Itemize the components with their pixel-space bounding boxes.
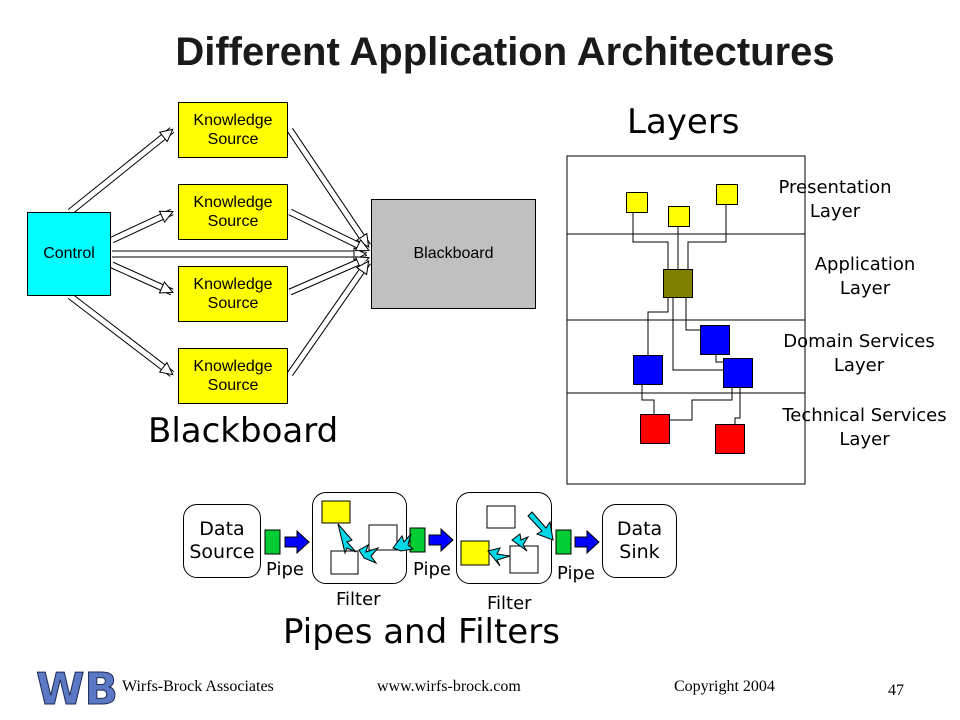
blackboard-box: Blackboard — [371, 199, 536, 309]
presentation-component-1 — [626, 192, 648, 213]
slide-title: Different Application Architectures — [175, 30, 835, 74]
footer-url: www.wirfs-brock.com — [377, 678, 521, 695]
footer-company: Wirfs-Brock Associates — [122, 678, 274, 695]
domain-component-3 — [723, 358, 753, 388]
control-label: Control — [43, 245, 95, 263]
pipe-label-2: Pipe — [413, 559, 451, 580]
filter-label-2: Filter — [487, 593, 532, 614]
presentation-component-3 — [716, 184, 738, 205]
page-number: 47 — [888, 682, 904, 699]
presentation-component-2 — [668, 206, 690, 227]
blackboard-label: Blackboard — [413, 245, 494, 263]
blackboard-heading: Blackboard — [148, 411, 339, 451]
technical-component-2 — [715, 424, 745, 454]
domain-component-2 — [633, 355, 663, 385]
logo-text: WB — [36, 664, 118, 715]
pipe-label-3: Pipe — [557, 563, 595, 584]
filter-label-1: Filter — [336, 589, 381, 610]
domain-component-1 — [700, 325, 730, 355]
pipes-filters-heading: Pipes and Filters — [283, 612, 560, 652]
pipe-label-1: Pipe — [266, 559, 304, 580]
footer-copyright: Copyright 2004 — [674, 678, 775, 695]
technical-component-1 — [640, 414, 670, 444]
application-component — [663, 269, 693, 298]
control-box: Control — [27, 212, 111, 296]
layers-heading: Layers — [627, 102, 740, 142]
